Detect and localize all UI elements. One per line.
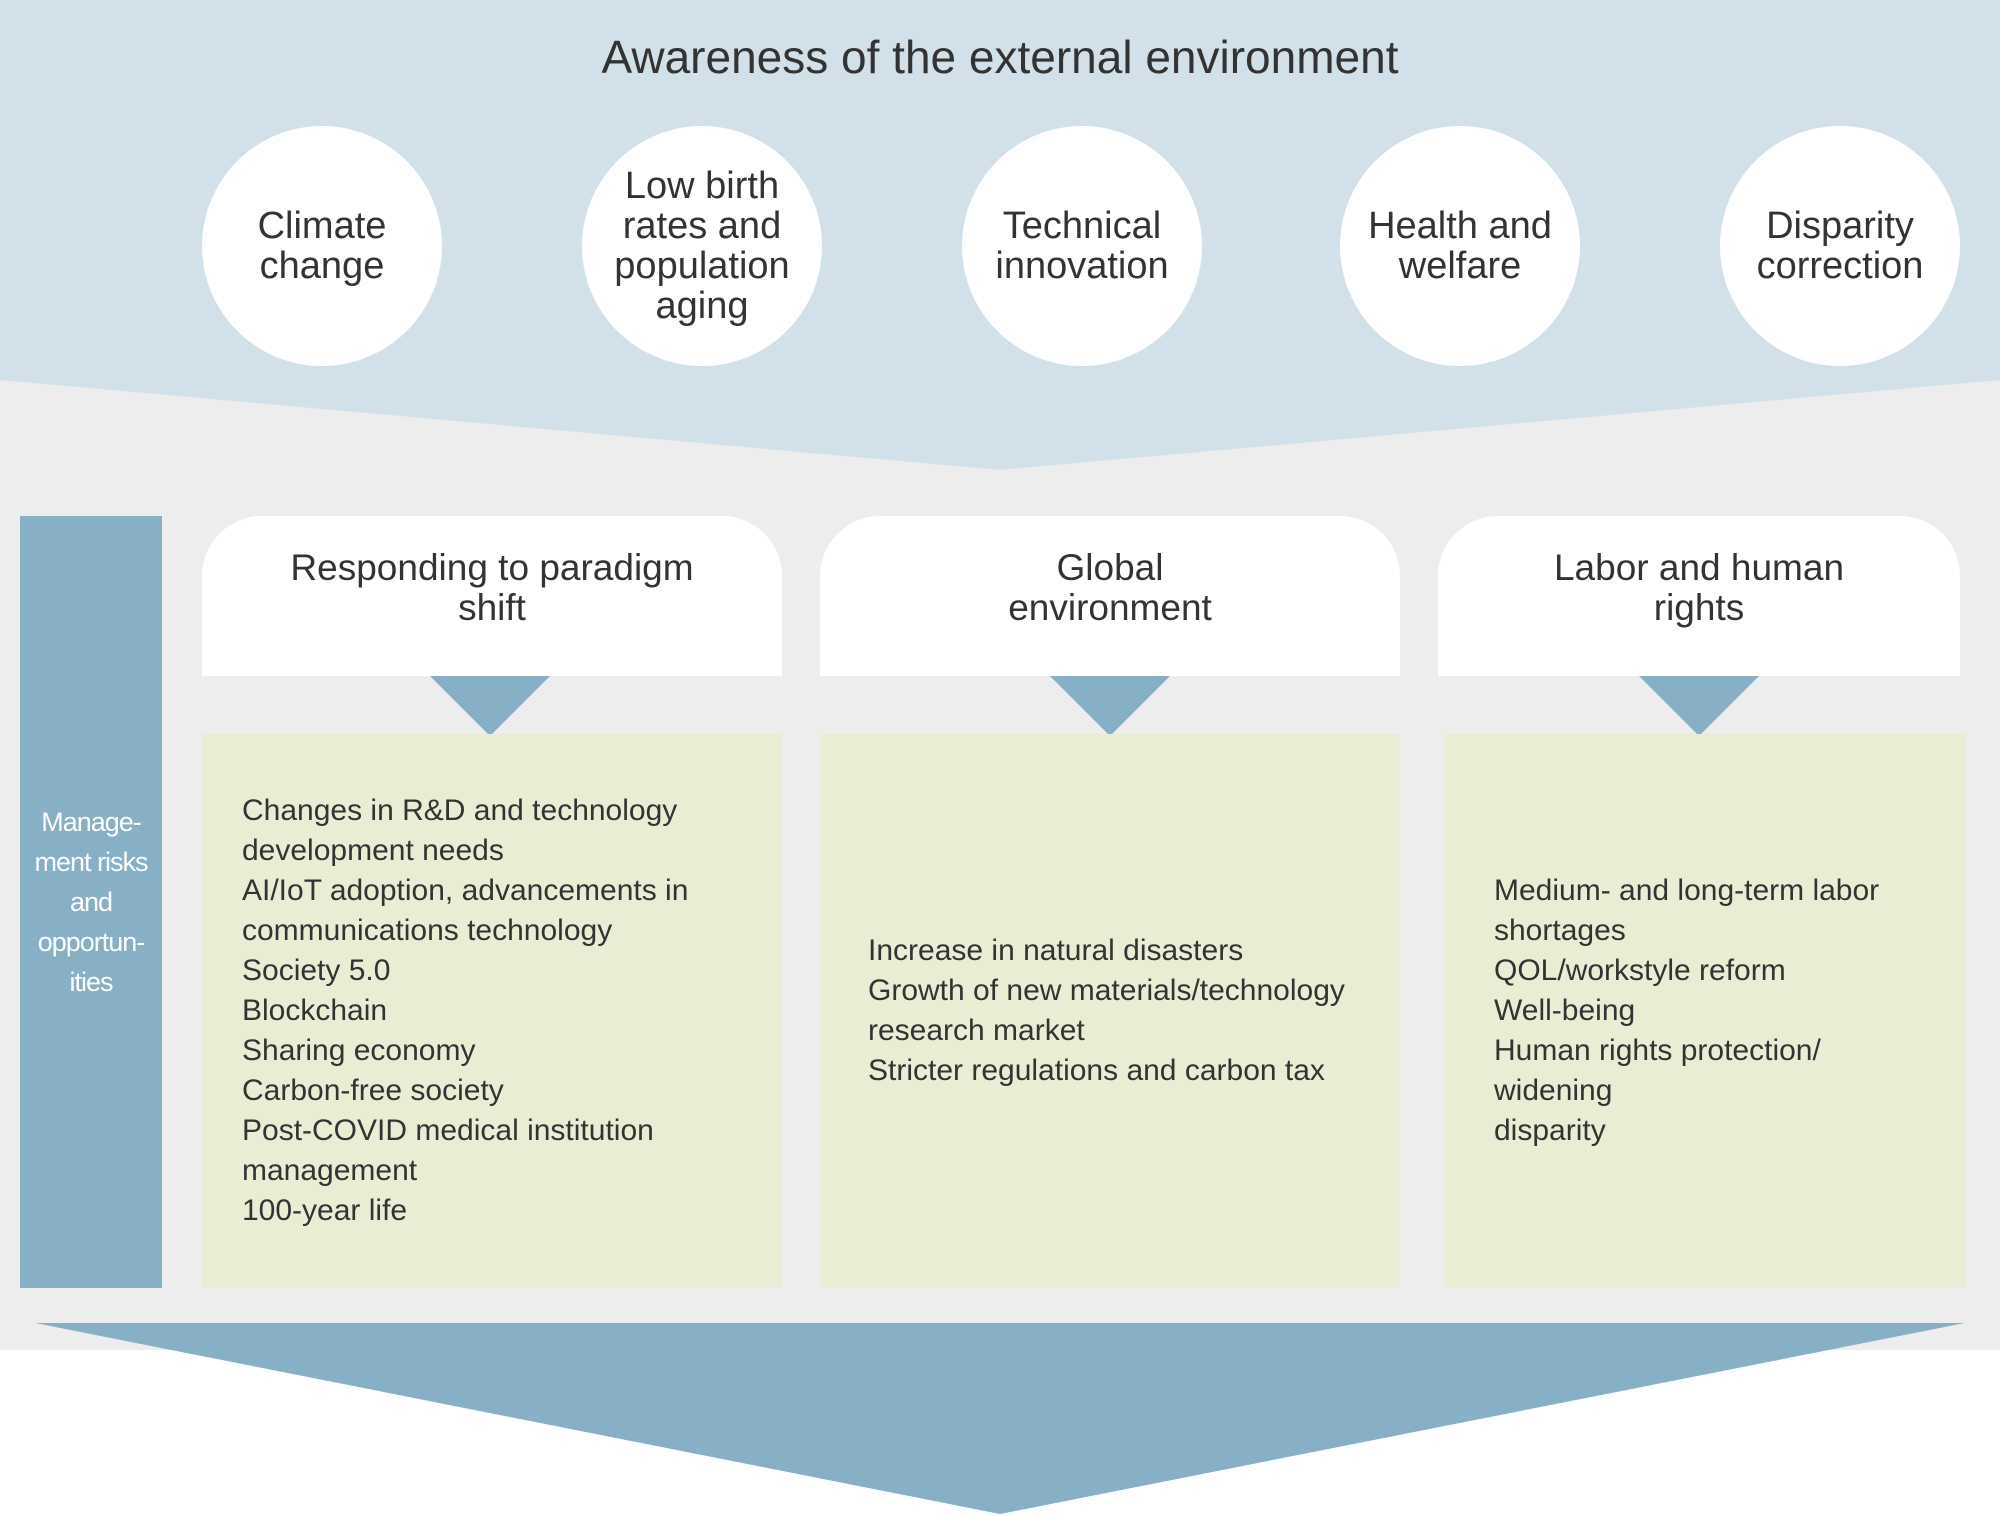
- circle-label: Technical innovation: [995, 205, 1169, 287]
- bottom-arrow: [35, 1323, 1965, 1514]
- item-list: Increase in natural disasters Growth of …: [868, 931, 1388, 1091]
- column-3-pointer: [1629, 666, 1769, 736]
- circle-label: Health and welfare: [1368, 205, 1552, 287]
- side-label: Manage-ment risks and opportun-ities: [34, 807, 148, 997]
- circle-label: Climate change: [257, 205, 387, 287]
- column-heading-labor-human-rights: Labor and human rights: [1438, 516, 1960, 676]
- list-item: 100-year life: [242, 1194, 408, 1227]
- list-item: Stricter regulations and carbon tax: [868, 1054, 1325, 1087]
- list-item: Well-being: [1494, 994, 1636, 1027]
- circle-disparity-correction: Disparity correction: [1720, 126, 1960, 366]
- list-item: Sharing economy: [242, 1034, 476, 1067]
- list-item: AI/IoT adoption, advancements in communi…: [242, 874, 689, 947]
- item-list: Changes in R&D and technology developmen…: [242, 791, 752, 1231]
- side-label-bar: Manage-ment risks and opportun-ities: [20, 516, 162, 1288]
- item-list: Medium- and long-term labor shortages QO…: [1494, 871, 1924, 1151]
- column-content-paradigm-shift: Changes in R&D and technology developmen…: [202, 734, 782, 1288]
- list-item: Human rights protection/ widening: [1494, 1034, 1821, 1107]
- circle-health-welfare: Health and welfare: [1340, 126, 1580, 366]
- column-content-labor-human-rights: Medium- and long-term labor shortages QO…: [1444, 734, 1966, 1288]
- list-item: Blockchain: [242, 994, 388, 1027]
- column-content-global-environment: Increase in natural disasters Growth of …: [820, 734, 1400, 1288]
- circle-climate-change: Climate change: [202, 126, 442, 366]
- list-item: Medium- and long-term labor shortages: [1494, 874, 1880, 947]
- list-item: Changes in R&D and technology developmen…: [242, 794, 678, 867]
- column-2-pointer: [1040, 666, 1180, 736]
- list-item: Society 5.0: [242, 954, 391, 987]
- list-item: disparity: [1494, 1114, 1606, 1147]
- list-item: Growth of new materials/technology resea…: [868, 974, 1345, 1047]
- column-heading-text: Responding to paradigm shift: [290, 547, 694, 628]
- list-item: Carbon-free society: [242, 1074, 504, 1107]
- column-1-pointer: [420, 666, 560, 736]
- column-heading-text: Global environment: [1008, 547, 1212, 628]
- circle-label: Low birth rates and population aging: [614, 165, 790, 327]
- column-heading-global-environment: Global environment: [820, 516, 1400, 676]
- list-item: Post-COVID medical institution managemen…: [242, 1114, 654, 1187]
- list-item: QOL/workstyle reform: [1494, 954, 1786, 987]
- page-title: Awareness of the external environment: [601, 31, 1399, 83]
- column-heading-paradigm-shift: Responding to paradigm shift: [202, 516, 782, 676]
- column-heading-text: Labor and human rights: [1553, 547, 1845, 628]
- list-item: Increase in natural disasters: [868, 934, 1244, 967]
- circle-label: Disparity correction: [1756, 205, 1924, 287]
- circle-low-birth-rates: Low birth rates and population aging: [582, 126, 822, 366]
- circle-technical-innovation: Technical innovation: [962, 126, 1202, 366]
